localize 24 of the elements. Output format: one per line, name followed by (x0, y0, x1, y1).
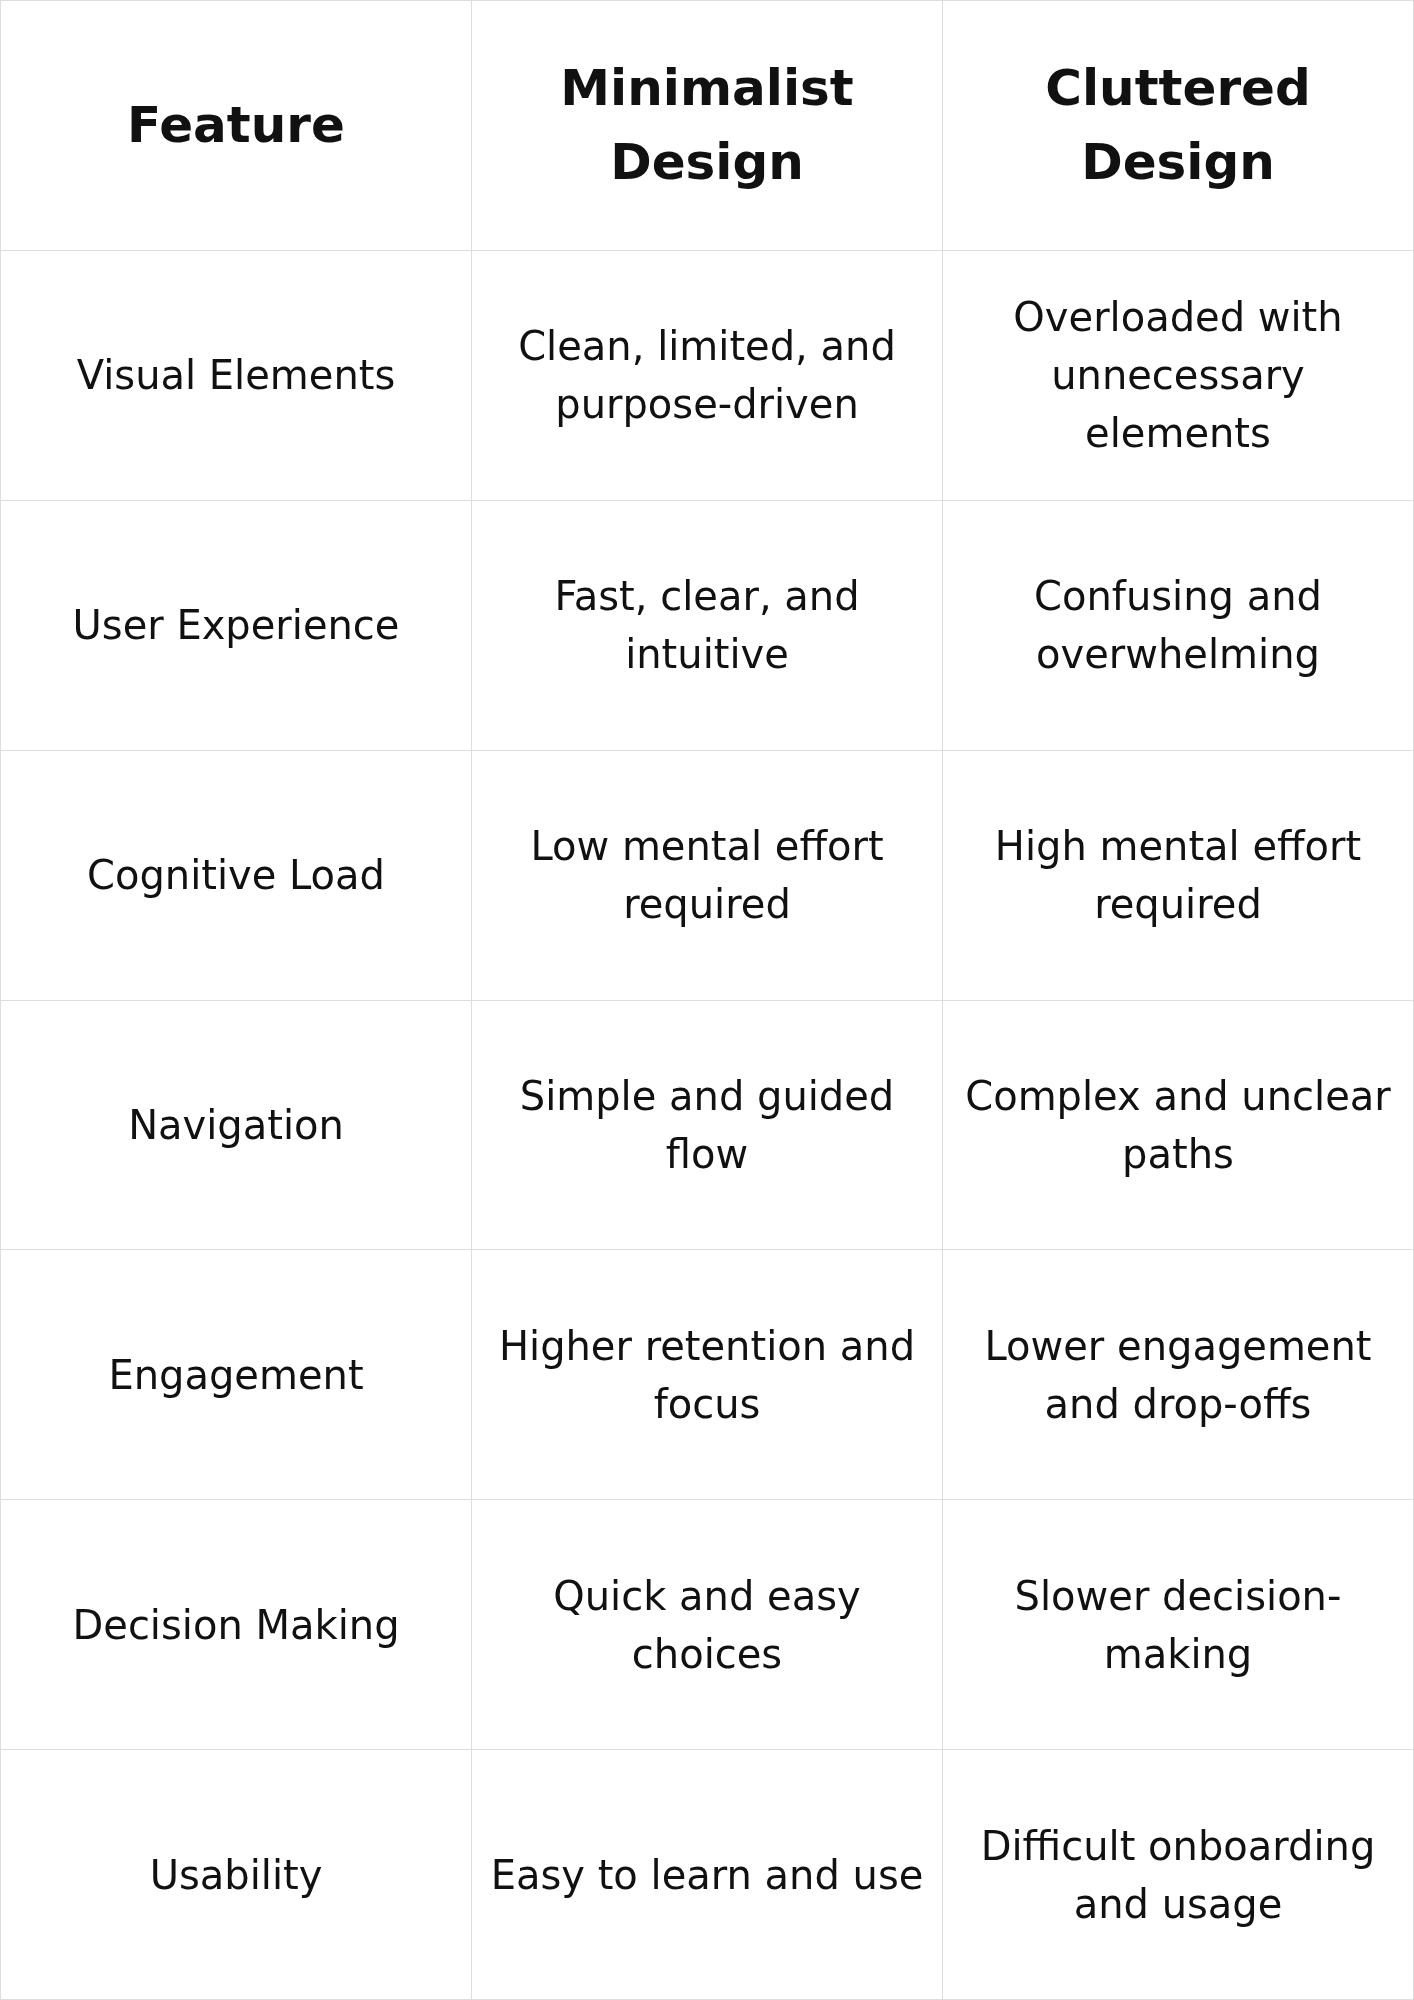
row-label: Cognitive Load (87, 851, 385, 901)
column-header: Minimalist Design (559, 58, 855, 194)
cell-text: Fast, clear, and intuitive (553, 572, 861, 680)
cell-text: Clean, limited, and purpose-driven (517, 322, 897, 430)
row-label: Decision Making (72, 1600, 400, 1650)
row-label: Visual Elements (76, 351, 396, 401)
column-header: Cluttered Design (1044, 58, 1312, 194)
cell-text: Low mental effort required (529, 822, 885, 930)
cell-text: Easy to learn and use (490, 1850, 924, 1900)
cell-text: Complex and unclear paths (964, 1071, 1392, 1179)
row-label: Navigation (128, 1100, 344, 1150)
row-label: User Experience (72, 601, 400, 651)
cell-text: Difficult onboarding and usage (979, 1821, 1377, 1929)
cell-text: Higher retention and focus (497, 1321, 917, 1429)
cell-text: Confusing and overwhelming (1033, 572, 1323, 680)
column-header: Feature (127, 95, 345, 157)
row-label: Usability (149, 1850, 323, 1900)
cell-text: Slower decision-making (1013, 1571, 1343, 1679)
cell-text: Lower engagement and drop-offs (983, 1321, 1373, 1429)
cell-text: Quick and easy choices (552, 1571, 862, 1679)
cell-text: Overloaded with unnecessary elements (1012, 293, 1344, 459)
row-label: Engagement (108, 1350, 364, 1400)
cell-text: Simple and guided flow (518, 1071, 896, 1179)
cell-text: High mental effort required (993, 822, 1363, 930)
